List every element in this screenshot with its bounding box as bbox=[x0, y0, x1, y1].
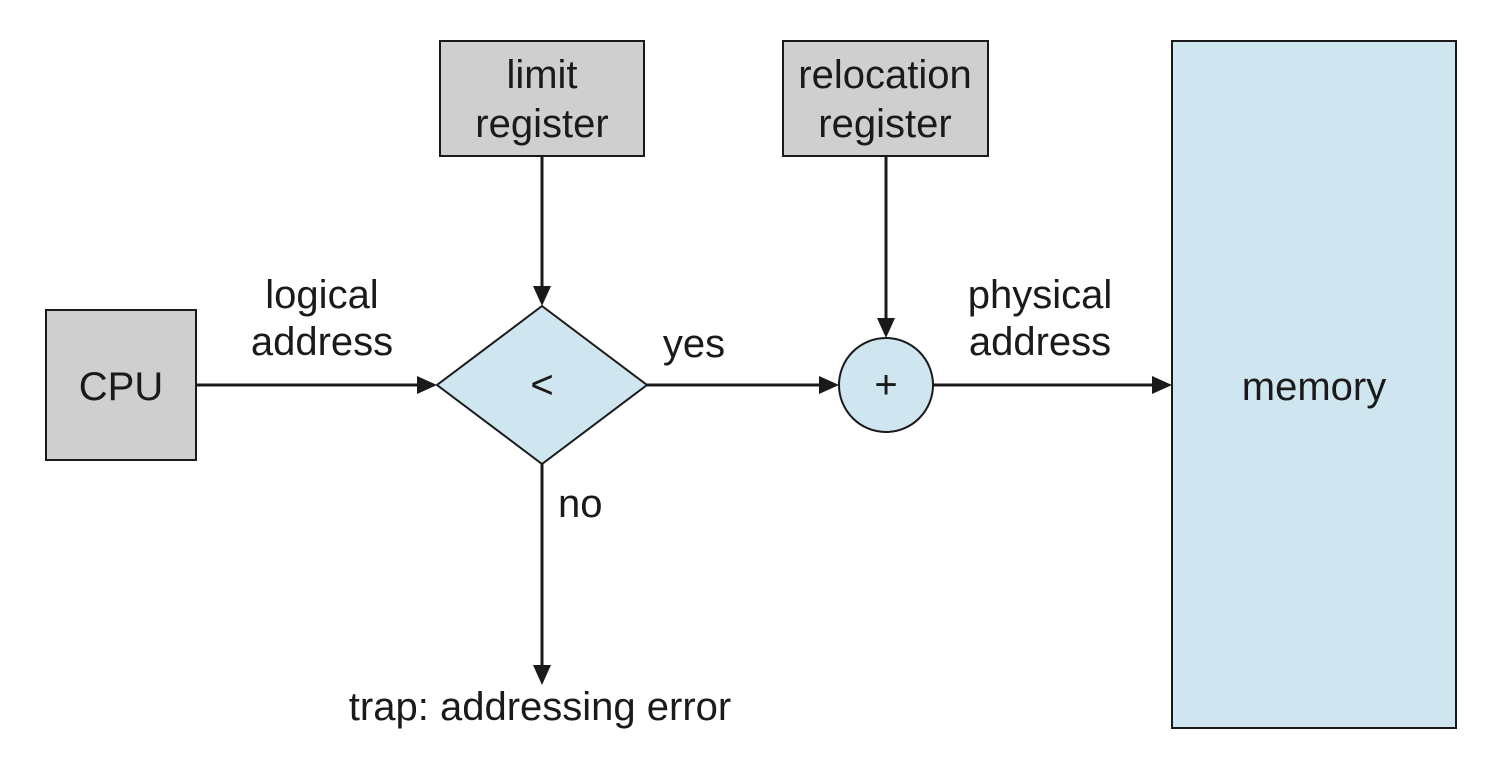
comparator-symbol: < bbox=[530, 363, 553, 407]
no-arrow bbox=[533, 464, 551, 685]
limit-register-node: limit register bbox=[439, 40, 645, 157]
physical-address-label-line2: address bbox=[969, 320, 1111, 364]
relocation-register-node: relocation register bbox=[782, 40, 989, 157]
relocation-register-label-line2: register bbox=[818, 102, 951, 146]
relocation-register-box bbox=[782, 40, 989, 157]
yes-label: yes bbox=[663, 322, 725, 366]
logical-address-label-line2: address bbox=[251, 320, 393, 364]
relocation-register-label-line1: relocation bbox=[798, 53, 971, 97]
memory-node: memory bbox=[1171, 40, 1457, 729]
limit-register-box bbox=[439, 40, 645, 157]
limit-register-label-line2: register bbox=[475, 102, 608, 146]
cpu-node: CPU bbox=[45, 309, 197, 461]
cpu-label: CPU bbox=[79, 365, 163, 409]
comparator-node: < bbox=[435, 304, 649, 466]
cpu-box bbox=[45, 309, 197, 461]
limit-register-label-line1: limit bbox=[506, 53, 577, 97]
trap-label: trap: addressing error bbox=[349, 685, 731, 729]
physical-address-label-line1: physical bbox=[968, 273, 1113, 317]
logical-address-label-line1: logical bbox=[265, 273, 378, 317]
memory-box bbox=[1171, 40, 1457, 729]
logical-address-arrow bbox=[196, 376, 437, 394]
limit-arrow bbox=[533, 156, 551, 306]
relocation-arrow bbox=[877, 156, 895, 338]
memory-label: memory bbox=[1242, 365, 1386, 409]
physical-address-arrow bbox=[933, 376, 1172, 394]
adder-node: + bbox=[838, 337, 934, 433]
adder-symbol: + bbox=[874, 363, 897, 407]
no-label: no bbox=[558, 482, 603, 526]
yes-arrow bbox=[647, 376, 839, 394]
